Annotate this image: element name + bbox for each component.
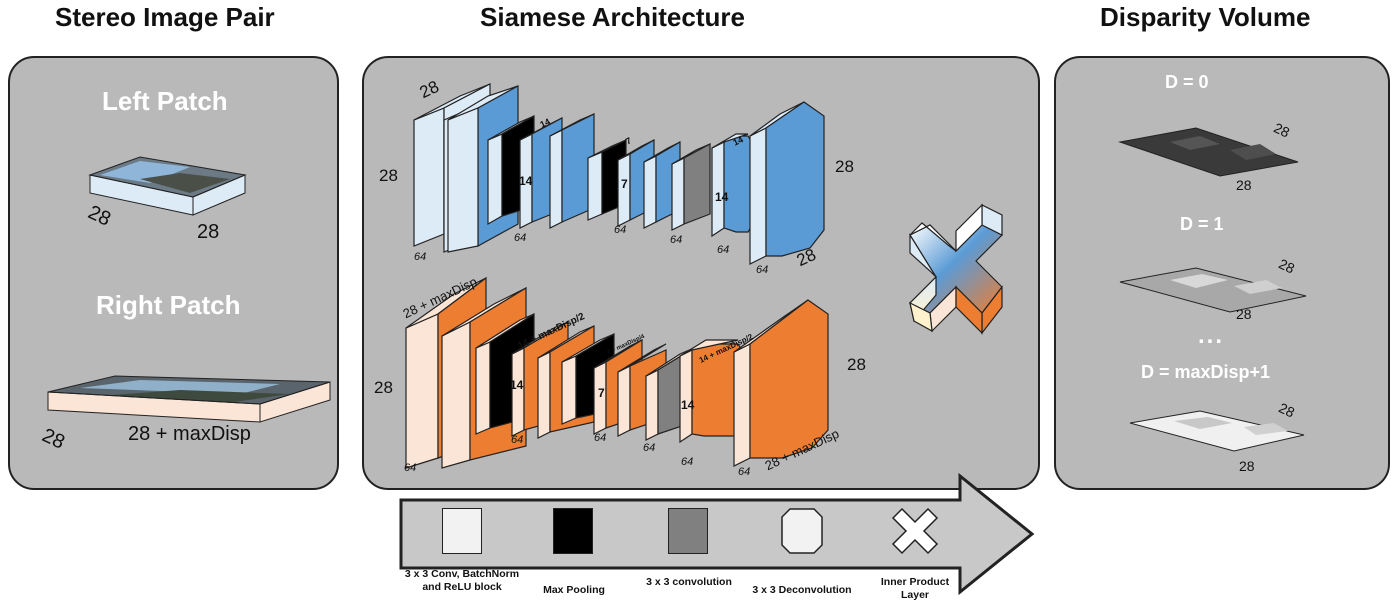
- top-label-64-5: 64: [717, 244, 730, 256]
- top-mid-14-d: 14: [715, 190, 729, 204]
- max-pooling-icon: [553, 508, 593, 554]
- top-branch-network: [413, 83, 825, 265]
- disparity-d1-side-b: 28: [1236, 306, 1252, 322]
- legend-conv-block-label: 3 x 3 Conv, BatchNorm and ReLU block: [404, 568, 520, 593]
- bottom-mid-14-b: 14: [510, 378, 524, 392]
- disparity-map-dmax: [1129, 410, 1305, 452]
- bottom-label-64-4: 64: [643, 442, 656, 454]
- top-label-64-1: 64: [414, 251, 427, 263]
- bottom-label-64-1: 64: [404, 462, 417, 474]
- disparity-map-d1: [1119, 267, 1307, 313]
- disparity-d0-label: D = 0: [1165, 72, 1209, 92]
- inner-product-3d-icon: [908, 203, 1004, 335]
- deconvolution-icon: [781, 508, 823, 554]
- right-patch-graphic: [47, 375, 331, 423]
- inner-product-icon: [891, 507, 939, 555]
- disparity-map-d0: [1118, 127, 1299, 177]
- bottom-label-64-5: 64: [681, 456, 694, 468]
- bottom-input-height: 28: [374, 378, 393, 397]
- top-input-height: 28: [379, 166, 398, 185]
- top-label-64-4: 64: [670, 234, 683, 246]
- conv-block-icon: [442, 508, 482, 554]
- left-patch-side-b: 28: [197, 221, 220, 243]
- bottom-branch-network: [405, 276, 829, 469]
- bottom-label-64-2: 64: [511, 434, 524, 446]
- bottom-label-64-6: 64: [738, 466, 751, 478]
- bottom-mid-14-d: 14: [681, 398, 695, 412]
- left-patch-graphic: [88, 156, 247, 216]
- bottom-mid-7-b: 7: [598, 386, 605, 400]
- right-patch-title: Right Patch: [96, 290, 241, 320]
- disparity-dmax-side-b: 28: [1239, 458, 1255, 474]
- top-label-64-6: 64: [756, 264, 769, 276]
- legend-deconvolution-label: 3 x 3 Deconvolution: [752, 584, 852, 596]
- legend-convolution-label: 3 x 3 convolution: [646, 576, 732, 588]
- disparity-d1-label: D = 1: [1180, 214, 1224, 234]
- top-mid-14-b: 14: [519, 174, 533, 188]
- convolution-icon: [668, 508, 708, 554]
- top-label-64-3: 64: [614, 224, 627, 236]
- left-patch-title: Left Patch: [102, 86, 228, 116]
- legend-max-pooling-label: Max Pooling: [543, 584, 605, 596]
- top-label-64-2: 64: [514, 232, 527, 244]
- top-output-height: 28: [835, 157, 854, 176]
- disparity-heading: Disparity Volume: [1100, 2, 1311, 32]
- bottom-label-64-3: 64: [594, 432, 607, 444]
- disparity-d0-side-b: 28: [1236, 177, 1252, 193]
- legend-inner-product-label: Inner Product Layer: [880, 576, 950, 601]
- disparity-ellipsis: ...: [1198, 322, 1225, 349]
- legend-arrow: [399, 472, 1035, 596]
- disparity-dmax-label: D = maxDisp+1: [1141, 362, 1271, 382]
- stereo-heading: Stereo Image Pair: [55, 2, 275, 32]
- siamese-heading: Siamese Architecture: [480, 2, 745, 32]
- top-mid-7-b: 7: [621, 177, 628, 191]
- bottom-output-height: 28: [847, 355, 866, 374]
- stereo-panel: [8, 56, 339, 490]
- right-patch-side-b: 28 + maxDisp: [128, 423, 251, 445]
